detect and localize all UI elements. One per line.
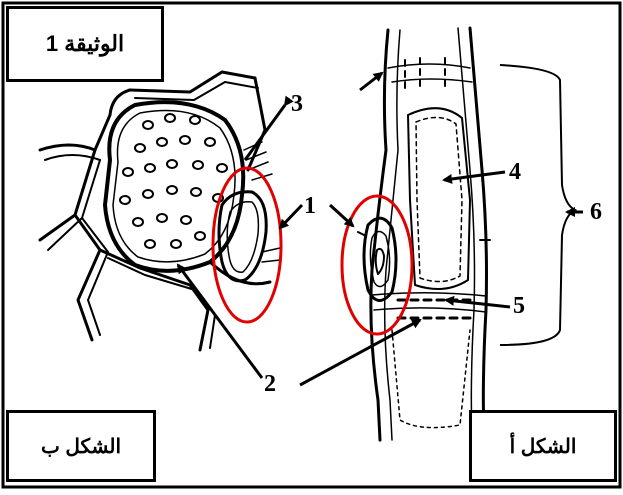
- arrow-3-right: [360, 73, 382, 90]
- marker-3: 3: [291, 92, 303, 116]
- marker-2: 2: [264, 372, 276, 396]
- figure-b-label: الشكل ب: [6, 410, 156, 482]
- arrow-5: [446, 300, 510, 307]
- figure-b-cross-section: [40, 72, 280, 350]
- marker-4: 4: [509, 160, 521, 184]
- plastid-dots: [120, 114, 227, 248]
- arrow-1-left: [280, 205, 302, 228]
- marker-6: 6: [590, 200, 602, 224]
- arrow-4: [444, 172, 505, 180]
- figure-a-label: الشكل أ: [469, 410, 617, 482]
- arrows: [178, 73, 583, 385]
- bracket: [500, 65, 575, 345]
- arrow-1-right: [330, 205, 353, 226]
- marker-5: 5: [513, 294, 525, 318]
- document-title: الوثيقة 1: [6, 6, 164, 82]
- figure-a-longitudinal-section: [358, 28, 490, 440]
- marker-1: 1: [304, 194, 316, 218]
- arrow-2-right: [300, 320, 420, 385]
